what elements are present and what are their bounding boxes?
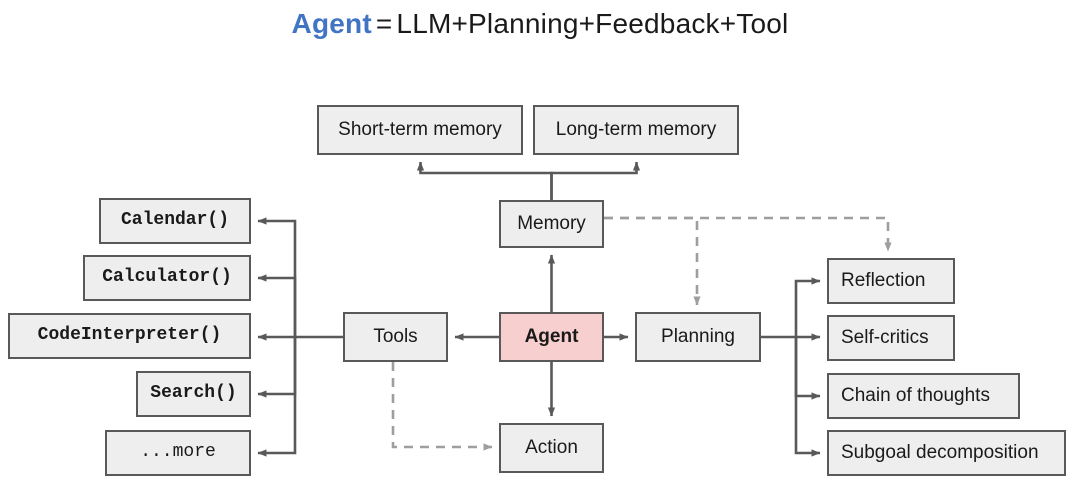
node-short-term-memory[interactable]: Short-term memory xyxy=(317,105,523,155)
node-agent[interactable]: Agent xyxy=(499,312,604,362)
node-reflection[interactable]: Reflection xyxy=(827,258,955,304)
node-codeinterpreter[interactable]: CodeInterpreter() xyxy=(8,313,251,359)
edge-tools-to-search xyxy=(257,337,297,398)
edge-planning-to-reflection xyxy=(794,277,821,337)
node-long-term-memory[interactable]: Long-term memory xyxy=(533,105,739,155)
title-equals-sign: = xyxy=(375,8,393,39)
node-label: Tools xyxy=(373,325,418,347)
title-agent-word: Agent xyxy=(291,8,372,39)
node-tools[interactable]: Tools xyxy=(343,312,448,362)
page-title: Agent=LLM+Planning+Feedback+Tool xyxy=(0,8,1080,40)
edge-memory-to-reflection-dashed xyxy=(604,216,892,252)
title-expression: LLM+Planning+Feedback+Tool xyxy=(396,8,789,39)
node-chain-of-thoughts[interactable]: Chain of thoughts xyxy=(827,373,1020,419)
node-self-critics[interactable]: Self-critics xyxy=(827,315,955,361)
node-label: Reflection xyxy=(841,269,926,291)
node-label: CodeInterpreter() xyxy=(37,325,222,346)
edge-tools-to-calculator xyxy=(257,274,297,337)
node-memory[interactable]: Memory xyxy=(499,200,604,248)
edge-tools-to-calendar xyxy=(257,217,297,337)
node-calculator[interactable]: Calculator() xyxy=(83,255,251,301)
node-action[interactable]: Action xyxy=(499,423,604,473)
node-label: Subgoal decomposition xyxy=(841,441,1039,463)
edge-planning-to-chain-of-thoughts xyxy=(794,337,821,400)
node-calendar[interactable]: Calendar() xyxy=(99,198,251,244)
node-search[interactable]: Search() xyxy=(136,371,251,417)
node-label: Calculator() xyxy=(102,267,232,288)
edge-memory-to-planning-dashed xyxy=(604,216,701,306)
node-label: Agent xyxy=(524,325,579,347)
node-label: Planning xyxy=(661,325,735,347)
node-label: Action xyxy=(525,436,578,458)
edge-planning-to-subgoal-decomposition xyxy=(794,337,821,457)
edge-tools-to-action-dashed xyxy=(391,362,493,451)
edge-memory-to-short-term-memory xyxy=(416,161,553,200)
node-label: Memory xyxy=(517,212,586,234)
node-label: Calendar() xyxy=(120,210,230,231)
node-label: Chain of thoughts xyxy=(841,384,990,406)
node-label: Short-term memory xyxy=(338,118,502,140)
node-label: Long-term memory xyxy=(555,118,717,140)
node-subgoal-decomposition[interactable]: Subgoal decomposition xyxy=(827,430,1066,476)
edge-memory-to-long-term-memory xyxy=(550,161,641,200)
edge-tools-to-more xyxy=(257,337,297,457)
node-planning[interactable]: Planning xyxy=(635,312,761,362)
node-more[interactable]: ...more xyxy=(105,430,251,476)
node-label: ...more xyxy=(140,442,216,463)
node-label: Self-critics xyxy=(841,326,929,348)
node-label: Search() xyxy=(150,383,237,404)
